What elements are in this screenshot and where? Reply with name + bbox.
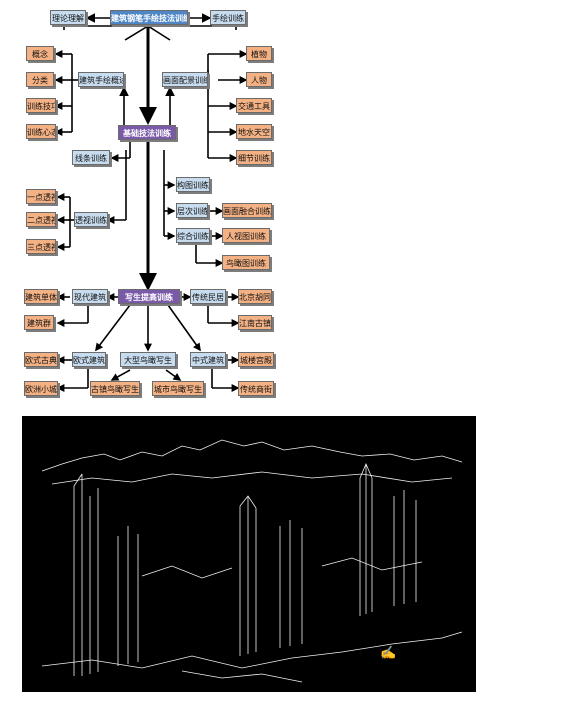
node-chuantong-shangjie: 传统商街 (238, 381, 274, 396)
node-renshitu: 人视图训练 (222, 228, 270, 243)
node-cengci: 层次训练 (176, 203, 208, 218)
spine-fork-right (147, 25, 171, 41)
node-huamian-peijing: 画面配景训练 (162, 72, 208, 87)
node-guzhen-niaokan: 古镇鸟瞰写生 (90, 381, 140, 396)
node-zonghe: 综合训练 (176, 228, 210, 243)
node-xijie: 细节训练 (236, 150, 272, 165)
node-goutu: 构图训练 (176, 177, 210, 192)
node-fenlei: 分类 (26, 72, 54, 87)
node-jianzhu-gangbi: 建筑钢笔手绘技法训练 (110, 10, 188, 25)
node-gainian: 概念 (26, 46, 54, 61)
node-jianzhu-danti: 建筑单体 (24, 289, 58, 304)
flowchart-connectors (54, 13, 248, 392)
node-jianzhu-qun: 建筑群 (24, 315, 54, 330)
node-ouzhou-xiaocheng: 欧洲小城 (24, 381, 58, 396)
node-xiesheng-tigao: 写生提高训练 (118, 289, 180, 304)
center-tower (239, 495, 257, 656)
node-niaokantu: 鸟瞰图训练 (222, 255, 270, 270)
arrow-to-guzhen (110, 369, 131, 381)
right-tower-group (393, 490, 417, 606)
node-chuantong-minju: 传统民居 (190, 289, 226, 304)
city-skyline-drawing (22, 416, 476, 692)
node-yidian: 一点透视 (26, 189, 56, 204)
node-jiaotong: 交通工具 (236, 98, 272, 113)
arrow-to-chengshi (165, 369, 182, 381)
city-sketch-image: ✍ (22, 416, 476, 692)
right-spire-tower (359, 462, 373, 616)
node-lilun-lijie: 理论理解 (50, 10, 86, 25)
training-flowchart: 理论理解 建筑钢笔手绘技法训练 手绘训练 概念 分类 训练技巧 训练心态 建筑手… (24, 10, 274, 396)
spine-fork-left (124, 25, 149, 41)
node-chenglou-gongdian: 城楼宫殿 (238, 352, 274, 367)
node-huamian-ronghe: 画面融合训练 (222, 203, 272, 218)
mid-buildings (141, 557, 423, 579)
node-zhongshi-jianzhu: 中式建筑 (190, 352, 226, 367)
node-daxing-niaokan: 大型鸟瞰写生 (120, 352, 176, 367)
node-jianzhu-gaishu: 建筑手绘概述 (78, 72, 124, 87)
node-oushi-jianzhu: 欧式建筑 (72, 352, 106, 367)
artist-signature: ✍ (380, 646, 397, 661)
foreground-trees (181, 670, 303, 683)
node-zhiwu: 植物 (246, 46, 272, 61)
node-xunlian-jiqiao: 训练技巧 (26, 98, 56, 113)
node-xunlian-xintai: 训练心态 (26, 124, 56, 139)
foreground-hills (41, 631, 463, 669)
node-sandian: 三点透视 (26, 239, 56, 254)
node-toushi: 透视训练 (74, 212, 108, 227)
left-tower (73, 473, 99, 676)
node-xiandai-jianzhu: 现代建筑 (72, 289, 108, 304)
node-dishui-tiankong: 地水天空 (236, 124, 272, 139)
node-beijing-hutong: 北京胡同 (238, 289, 272, 304)
node-jiangnan-guzhen: 江南古镇 (238, 315, 272, 330)
mountain-ridge (41, 439, 463, 472)
node-shouhui-xunlian: 手绘训练 (210, 10, 246, 25)
node-jichu-jifa: 基础技法训练 (118, 125, 176, 140)
arrow-to-oushi (95, 304, 131, 352)
left-midrise (117, 526, 139, 666)
center-right-tower (279, 520, 303, 648)
far-shoreline (51, 471, 453, 485)
node-renwu: 人物 (246, 72, 272, 87)
node-chengshi-niaokan: 城市鸟瞰写生 (152, 381, 204, 396)
node-xiantiao: 线条训练 (72, 150, 110, 165)
node-liangdian: 二点透视 (26, 212, 56, 227)
arrow-to-zhongshi (167, 304, 201, 352)
node-oushi-gudian: 欧式古典 (24, 352, 58, 367)
